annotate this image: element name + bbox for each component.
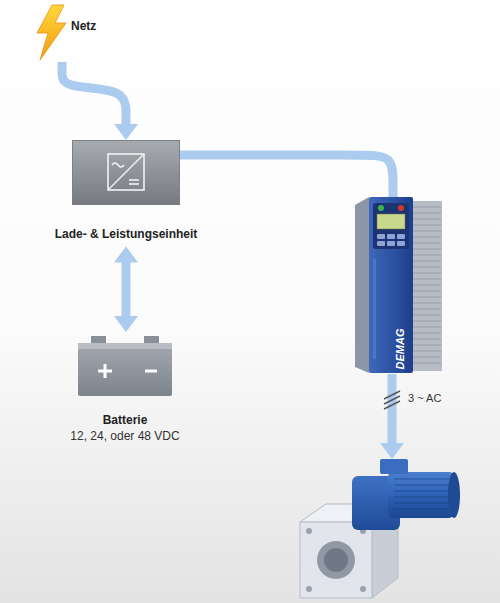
- label-holder: 3 ~ AC: [408, 392, 441, 405]
- voltage-label: 12, 24, oder 48 VDC: [70, 429, 179, 443]
- grid-label: Netz: [71, 4, 96, 33]
- flow-line: [122, 261, 131, 317]
- power-flow-arrow: [62, 62, 138, 140]
- lightning-icon: [28, 4, 70, 62]
- converter-box: [72, 140, 180, 205]
- battery-label: Batterie: [103, 413, 148, 427]
- power-flow-arrow: [180, 155, 393, 199]
- flow-line: [62, 62, 126, 125]
- power-flow-arrow: [114, 246, 138, 332]
- arrow-head: [114, 246, 138, 262]
- output-wire: [380, 374, 404, 459]
- geared-motor: [300, 459, 460, 598]
- battery-node: Batterie 12, 24, oder 48 VDC: [55, 335, 195, 444]
- flow-line: [180, 155, 393, 199]
- arrow-head: [114, 124, 138, 140]
- phase-label: 3 ~ AC: [408, 392, 441, 405]
- unit-label: Lade- & Leistungseinheit: [55, 227, 198, 241]
- three-phase-marks: [384, 391, 400, 409]
- lightning-bolt: [28, 4, 70, 62]
- ac-dc-symbol: [73, 141, 179, 204]
- arrow-head: [114, 316, 138, 332]
- frequency-inverter: DEMAG: [355, 195, 443, 373]
- battery-symbol: [77, 335, 173, 397]
- battery-icon: [77, 335, 173, 397]
- brand-logo: DEMAG: [394, 329, 407, 370]
- charger-power-unit: Lade- & Leistungseinheit: [72, 140, 180, 241]
- power-grid-node: Netz: [28, 4, 118, 62]
